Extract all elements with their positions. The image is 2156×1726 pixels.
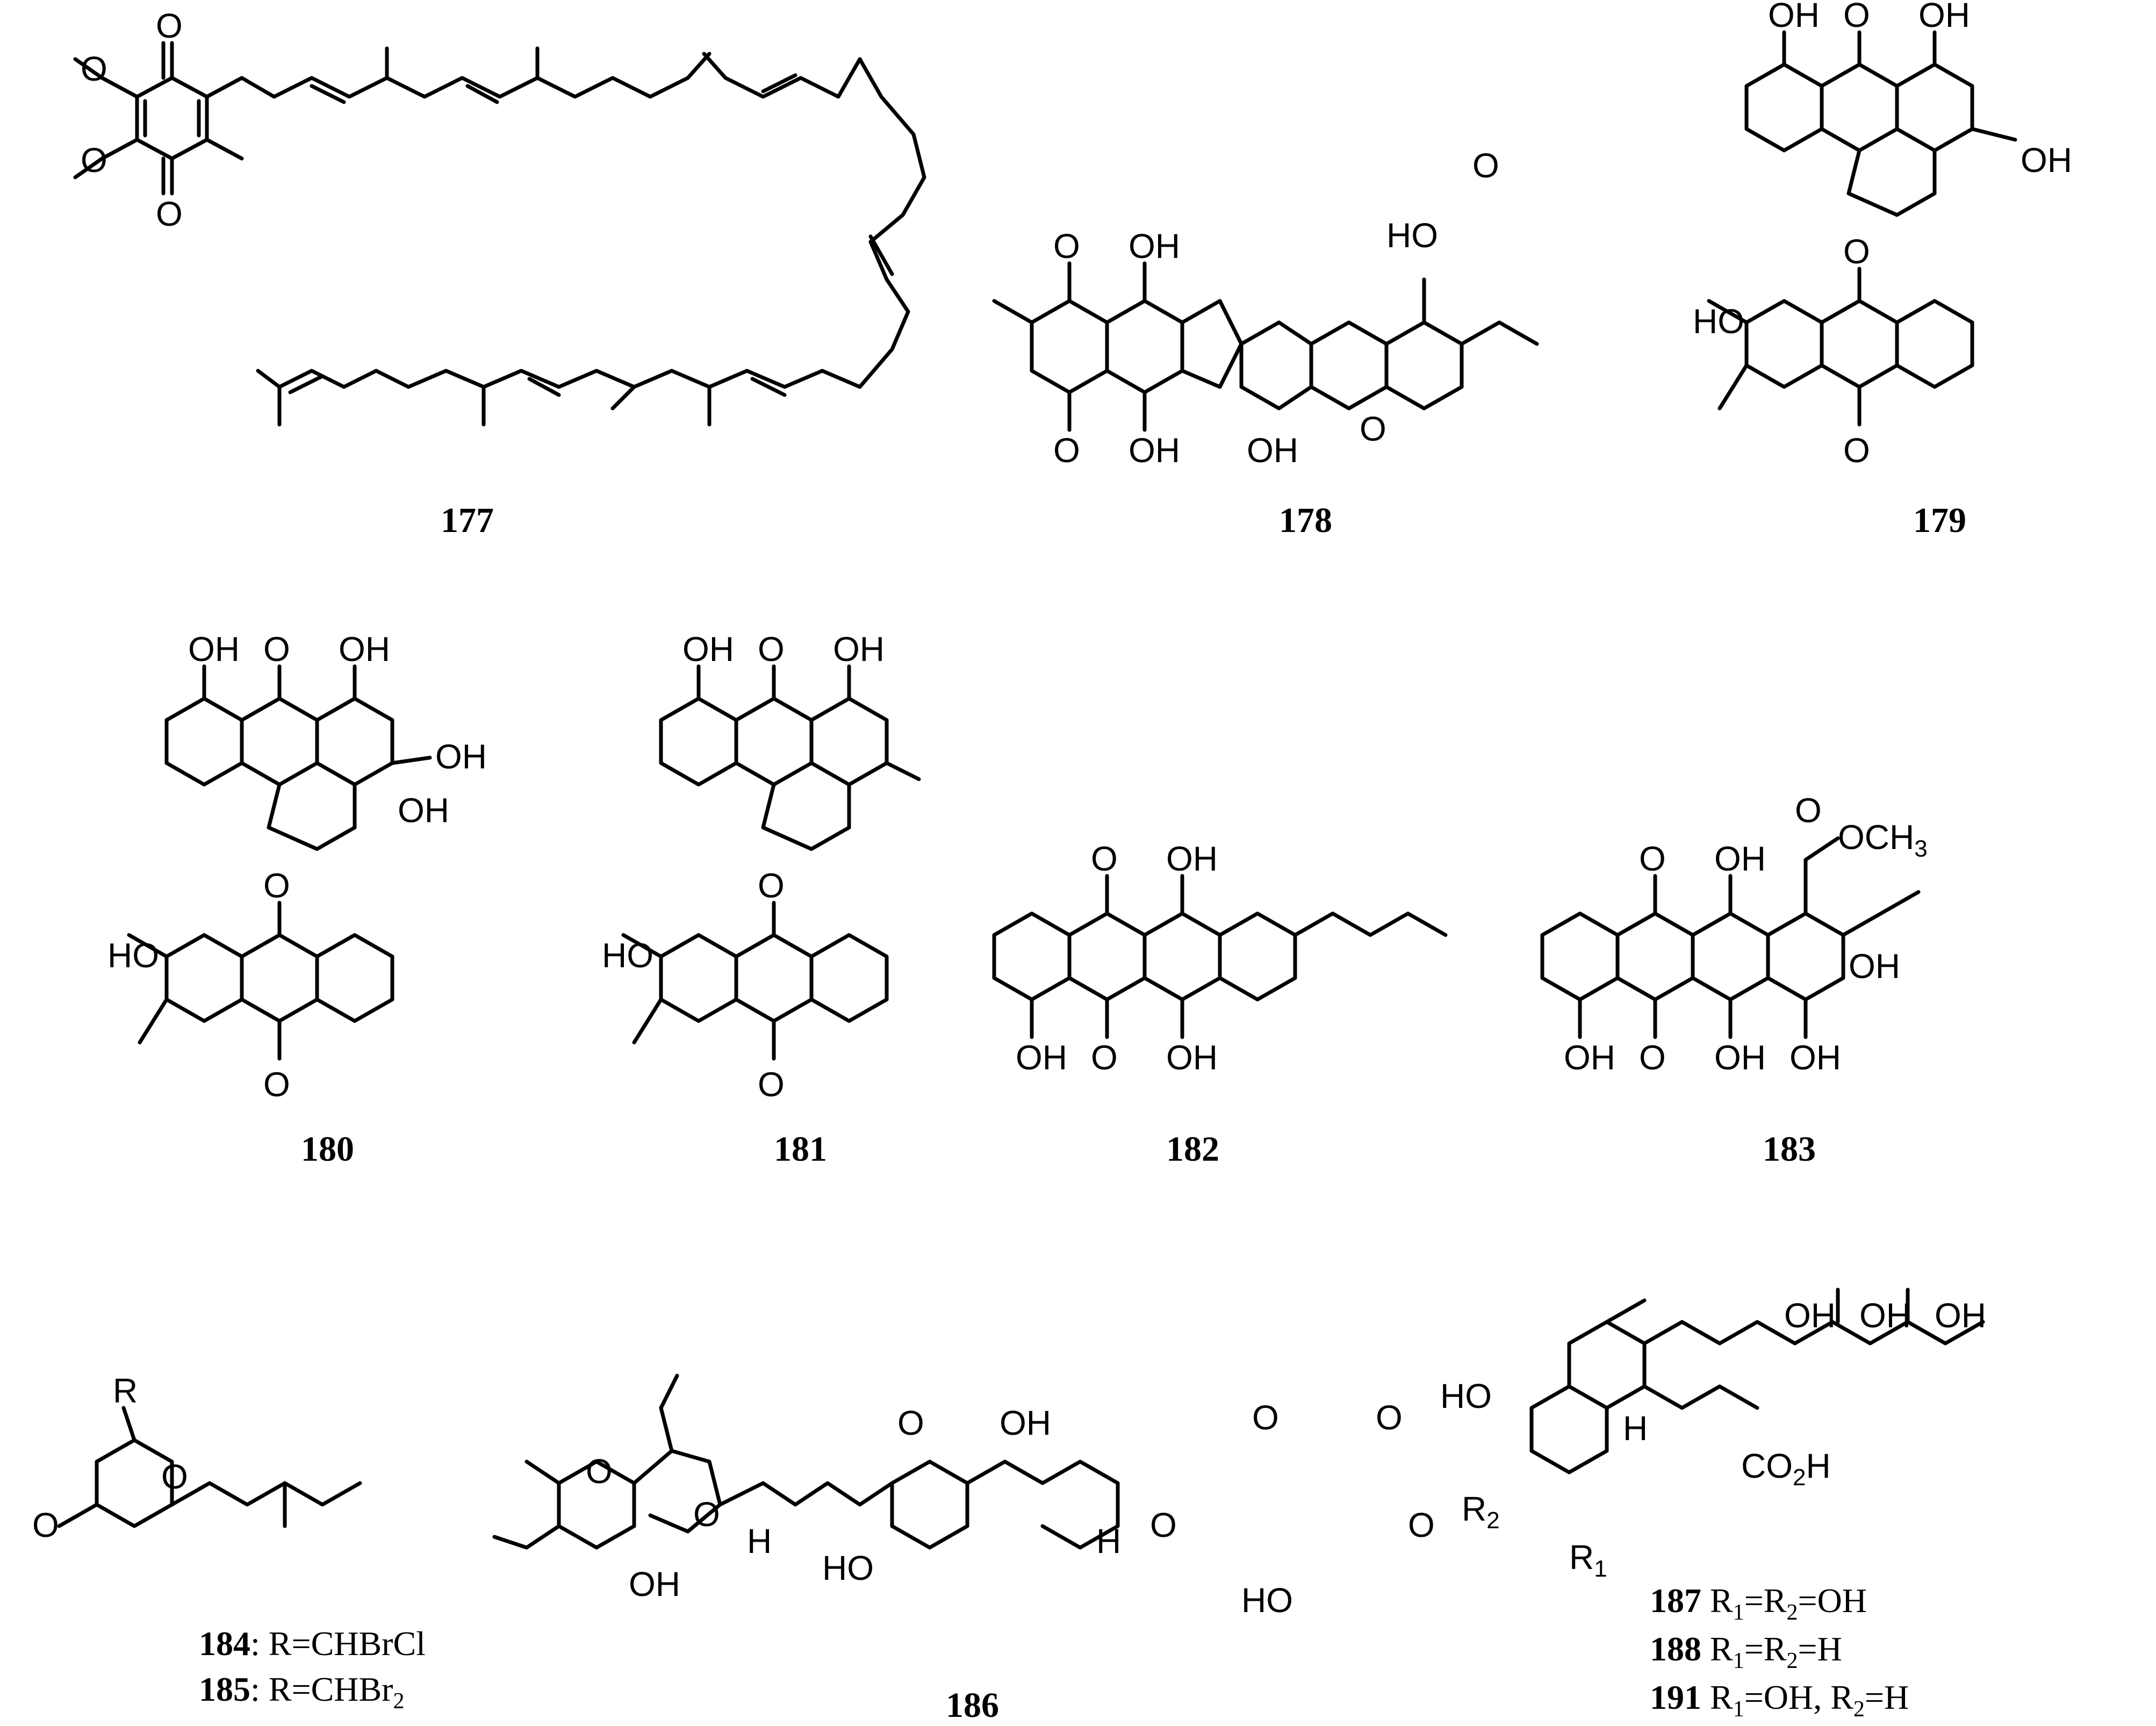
atom-label: H [1623, 1409, 1648, 1448]
atom-label: HO [1241, 1581, 1293, 1620]
atom-label: OH [1849, 947, 1900, 986]
atom-label: O [156, 195, 183, 233]
structure-180: OH O OH OH OH O HO O 180 [107, 630, 487, 1169]
compound-number-180: 180 [301, 1130, 354, 1169]
compound-number-177: 177 [441, 501, 494, 540]
atom-label: HO [1693, 302, 1744, 341]
compound-number-186: 186 [946, 1686, 999, 1725]
compound-number-181: 181 [774, 1130, 827, 1169]
atom-label: H [1096, 1522, 1121, 1560]
structure-178: O OH O OH OH HO O O 178 [992, 146, 1539, 540]
atom-label: R1 [1569, 1538, 1607, 1582]
atom-label: O [161, 1457, 188, 1496]
atom-label: HO [822, 1549, 874, 1587]
atom-label: OH [1935, 1296, 1986, 1335]
atom-label: O [1472, 146, 1499, 185]
atom-label: OH [1247, 431, 1298, 470]
atom-label: HO [1386, 216, 1438, 255]
structure-184-185: R O O 184: R=CHBrCl 185: R=CHBr2 [32, 1371, 426, 1714]
atom-label: CO2H [1741, 1447, 1831, 1491]
atom-label: O [1639, 839, 1666, 878]
atom-label: O [758, 1065, 785, 1104]
atom-label: OH [1166, 839, 1218, 878]
atom-label: O [693, 1495, 720, 1534]
atom-label: OCH3 [1838, 818, 1928, 862]
atom-label: OH [339, 630, 390, 668]
atom-label: OH [1714, 839, 1766, 878]
atom-label: O [1150, 1506, 1177, 1544]
atom-label: H [747, 1522, 772, 1560]
atom-label: OH [1000, 1404, 1051, 1442]
structure-182: O OH OH O OH 182 [992, 839, 1448, 1169]
atom-label: OH [629, 1565, 680, 1603]
atom-label: OH [1790, 1038, 1841, 1077]
compound-number-182: 182 [1166, 1130, 1219, 1169]
atom-label: OH [833, 630, 885, 668]
atom-label: O [263, 1065, 290, 1104]
atom-label: HO [107, 936, 159, 975]
atom-label: O [758, 630, 785, 668]
substituent-line-187: 187 R1=R2=OH [1650, 1581, 1867, 1625]
atom-label: OH [188, 630, 240, 668]
atom-label: HO [602, 936, 653, 975]
atom-label: O [897, 1404, 924, 1442]
structure-181: OH O OH O HO O 181 [602, 630, 921, 1169]
atom-label: O [263, 866, 290, 905]
atom-label: OH [1564, 1038, 1615, 1077]
compound-number-183: 183 [1763, 1130, 1816, 1169]
atom-label: OH [398, 791, 449, 830]
compound-number-178: 178 [1279, 501, 1332, 540]
atom-label: O [81, 141, 107, 179]
atom-label: O [32, 1506, 59, 1544]
structure-187-188-191: OH OH OH HO H CO2H R2 R1 187 R1=R2=OH 18… [1440, 1288, 1986, 1722]
atom-label: O [1408, 1506, 1435, 1544]
atom-label: R2 [1462, 1490, 1500, 1534]
atom-label: OH [1859, 1296, 1911, 1335]
atom-label: O [586, 1452, 613, 1491]
atom-label: O [1376, 1398, 1403, 1437]
atom-label: OH [1918, 0, 1970, 34]
substituent-line-185: 185: R=CHBr2 [199, 1670, 404, 1714]
atom-label: OH [1129, 431, 1180, 470]
compound-number-179: 179 [1913, 501, 1966, 540]
atom-label: O [758, 866, 785, 905]
atom-label: O [1091, 839, 1118, 878]
atom-label: OH [682, 630, 734, 668]
structure-177: O O O O 177 [73, 6, 926, 540]
atom-label: OH [1166, 1038, 1218, 1077]
atom-label: O [1091, 1038, 1118, 1077]
atom-label: R [113, 1371, 138, 1410]
structure-183: O OH O OCH3 OH OH O OH OH 183 [1540, 791, 1928, 1169]
atom-label: O [81, 49, 107, 88]
atom-label: HO [1440, 1377, 1492, 1415]
atom-label: O [1053, 431, 1080, 470]
atom-label: OH [1129, 227, 1180, 265]
structure-186: O OH O H HO O OH H O O O O HO 186 [492, 1373, 1435, 1725]
atom-label: OH [2021, 141, 2072, 179]
atom-label: OH [1768, 0, 1820, 34]
atom-label: O [1639, 1038, 1666, 1077]
substituent-line-188: 188 R1=R2=H [1650, 1630, 1842, 1673]
atom-label: OH [1784, 1296, 1836, 1335]
atom-label: O [1843, 431, 1870, 470]
substituent-line-191: 191 R1=OH, R2=H [1650, 1678, 1909, 1722]
atom-label: O [1795, 791, 1822, 830]
structure-179: OH O OH OH O HO O 179 [1693, 0, 2072, 540]
atom-label: OH [1016, 1038, 1067, 1077]
atom-label: O [263, 630, 290, 668]
atom-label: O [156, 6, 183, 45]
atom-label: O [1360, 409, 1386, 448]
atom-label: O [1843, 0, 1870, 34]
atom-label: O [1252, 1398, 1279, 1437]
atom-label: OH [435, 737, 487, 776]
atom-label: O [1053, 227, 1080, 265]
atom-label: OH [1714, 1038, 1766, 1077]
substituent-line-184: 184: R=CHBrCl [199, 1624, 426, 1663]
atom-label: O [1843, 232, 1870, 271]
